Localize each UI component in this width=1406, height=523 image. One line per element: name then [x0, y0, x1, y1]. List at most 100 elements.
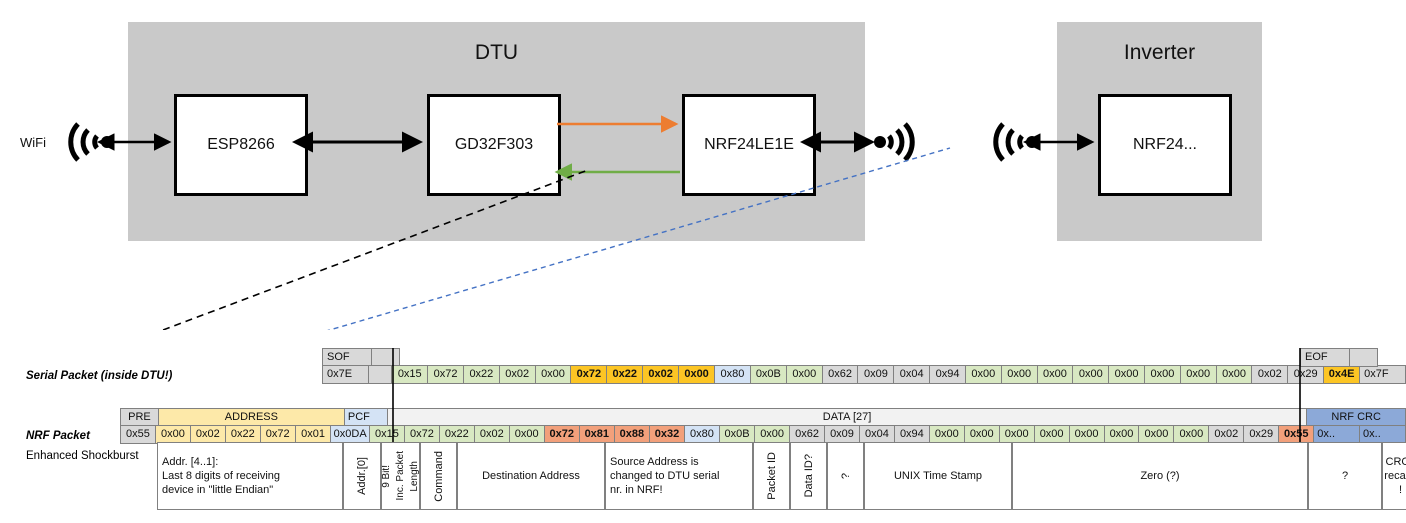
- serial-cell: 0x02: [498, 365, 536, 384]
- nrf-cell: 0x80: [684, 425, 720, 444]
- desc-address-line2: Last 8 digits of receiving: [162, 470, 281, 482]
- serial-cell: 0x29: [1287, 365, 1325, 384]
- nrf-pcf-value: 0x0DA: [330, 425, 370, 444]
- nrf-header-row: PRE ADDRESS PCF DATA [27] NRF CRC: [120, 408, 1406, 427]
- nrf-cell: 0x62: [789, 425, 826, 444]
- serial-cell: 0x00: [785, 365, 823, 384]
- nrf-crc8-cell: 0x55: [1278, 425, 1315, 444]
- desc-zero: Zero (?): [1012, 442, 1308, 510]
- nrf-cell: 0x00: [508, 425, 545, 444]
- serial-cell: 0x00: [534, 365, 572, 384]
- nrf-cell: 0x00: [1138, 425, 1175, 444]
- serial-cell: 0x00: [1108, 365, 1145, 384]
- nrf-addr0-cell: 0x01: [294, 425, 332, 444]
- desc-source-address: Source Address is changed to DTU serial …: [605, 442, 753, 510]
- desc-command: Command: [420, 442, 457, 510]
- serial-cell: 0x02: [642, 365, 680, 384]
- nrf-cell: 0x00: [1068, 425, 1105, 444]
- nrf-cell: 0x22: [438, 425, 475, 444]
- nrf-cell: 0x00: [754, 425, 791, 444]
- desc-destination-address: Destination Address: [457, 442, 605, 510]
- inverter-title: Inverter: [1123, 41, 1196, 64]
- address-header: ADDRESS: [157, 408, 345, 427]
- nrf-packet-values: 0x55 0x00 0x02 0x22 0x72 0x01 0x0DA 0x15…: [120, 425, 1406, 444]
- nrf-addr-cell: 0x02: [189, 425, 226, 444]
- serial-header-row: SOF: [322, 348, 400, 367]
- nrf-crc-header: NRF CRC: [1306, 408, 1406, 427]
- data-header: DATA [27]: [386, 408, 1308, 427]
- pre-header: PRE: [120, 408, 159, 427]
- nrf-cell: 0x0B: [718, 425, 756, 444]
- serial-cell: 0x22: [462, 365, 500, 384]
- serial-cell: 0x02: [1251, 365, 1289, 384]
- serial-cell: 0x72: [427, 365, 464, 384]
- nrf-cell: 0x02: [1208, 425, 1245, 444]
- packet-tables: Serial Packet (inside DTU!) NRF Packet E…: [0, 330, 1406, 523]
- nrf-crc-cell: 0x..: [1313, 425, 1361, 444]
- nrf-cell: 0x29: [1243, 425, 1280, 444]
- desc-addr0: Addr.[0]: [343, 442, 381, 510]
- serial-sof-pad: [368, 365, 393, 384]
- pcf-header: PCF: [343, 408, 388, 427]
- serial-cell: 0x00: [1143, 365, 1181, 384]
- serial-cell: 0x00: [1036, 365, 1074, 384]
- nrf-cell: 0x02: [473, 425, 510, 444]
- nrf-cell: 0x00: [998, 425, 1035, 444]
- nrf-addr-cell: 0x72: [259, 425, 296, 444]
- nrf-cell: 0x15: [369, 425, 405, 444]
- desc-address: Addr. [4..1]: Last 8 digits of receiving…: [157, 442, 343, 510]
- sof-header-pad: [371, 348, 400, 367]
- desc-unknown-1: ?: [827, 442, 864, 510]
- nrf-cell: 0x09: [824, 425, 860, 444]
- nrf-addr-cell: 0x22: [224, 425, 261, 444]
- nrf-cell: 0x04: [858, 425, 895, 444]
- chip-nrf24-inverter: NRF24...: [1098, 94, 1232, 196]
- desc-data-id: Data ID?: [790, 442, 827, 510]
- shockburst-label: Enhanced Shockburst: [26, 450, 139, 462]
- nrf-addr-cell: 0x00: [154, 425, 191, 444]
- serial-packet-values: 0x7E 0x15 0x72 0x22 0x02 0x00 0x72 0x22 …: [322, 365, 1406, 384]
- serial-cell: 0x04: [893, 365, 931, 384]
- desc-source-line2: changed to DTU serial: [610, 470, 720, 482]
- chip-gd32f303: GD32F303: [427, 94, 561, 196]
- eof-header: EOF: [1300, 348, 1350, 367]
- wifi-antenna-icon: [68, 122, 100, 162]
- rf-antenna-inverter-icon: [993, 122, 1025, 162]
- block-diagram: DTU Inverter ESP8266 GD32F303 NRF24LE1E …: [20, 22, 1262, 330]
- desc-packet-id: Packet ID: [753, 442, 790, 510]
- serial-packet-label: Serial Packet (inside DTU!): [26, 370, 173, 382]
- desc-crc8-line1: CRC8: [1385, 456, 1406, 468]
- desc-unknown-2: ?: [1308, 442, 1382, 510]
- chip-esp8266: ESP8266: [174, 94, 308, 196]
- nrf-cell: 0x88: [613, 425, 650, 444]
- nrf-cell: 0x32: [648, 425, 686, 444]
- wifi-label: WiFi: [20, 135, 46, 150]
- desc-crc8: CRC8 recalc. !: [1382, 442, 1406, 510]
- serial-cell: 0x62: [821, 365, 859, 384]
- nrf-cell: 0x00: [963, 425, 1000, 444]
- dtu-title: DTU: [474, 41, 519, 64]
- desc-crc8-line3: !: [1398, 484, 1403, 496]
- serial-cell: 0x09: [857, 365, 895, 384]
- serial-cell: 0x22: [606, 365, 644, 384]
- nrf-crc-cell: 0x..: [1359, 425, 1406, 444]
- nrf-cell: 0x00: [1033, 425, 1070, 444]
- serial-cell: 0x00: [1179, 365, 1217, 384]
- rf-antenna-dtu-icon: [886, 122, 915, 162]
- nrf-packet-label: NRF Packet: [26, 430, 90, 442]
- eof-header-pad: [1349, 348, 1378, 367]
- nrf-cell: 0x94: [893, 425, 930, 444]
- desc-source-line3: nr. in NRF!: [610, 484, 663, 496]
- nrf-cell: 0x00: [928, 425, 965, 444]
- serial-cell: 0x00: [1215, 365, 1253, 384]
- serial-cell: 0x94: [929, 365, 966, 384]
- desc-source-line1: Source Address is: [610, 456, 699, 468]
- nrf-cell: 0x72: [543, 425, 580, 444]
- serial-cell: 0x0B: [749, 365, 787, 384]
- nrf-cell: 0x81: [578, 425, 615, 444]
- serial-cell: 0x15: [391, 365, 429, 384]
- serial-eof-value: 0x7F: [1359, 365, 1406, 384]
- serial-sof-value: 0x7E: [322, 365, 369, 384]
- serial-eof-header-table: EOF: [1300, 348, 1378, 367]
- serial-cell: 0x00: [1072, 365, 1110, 384]
